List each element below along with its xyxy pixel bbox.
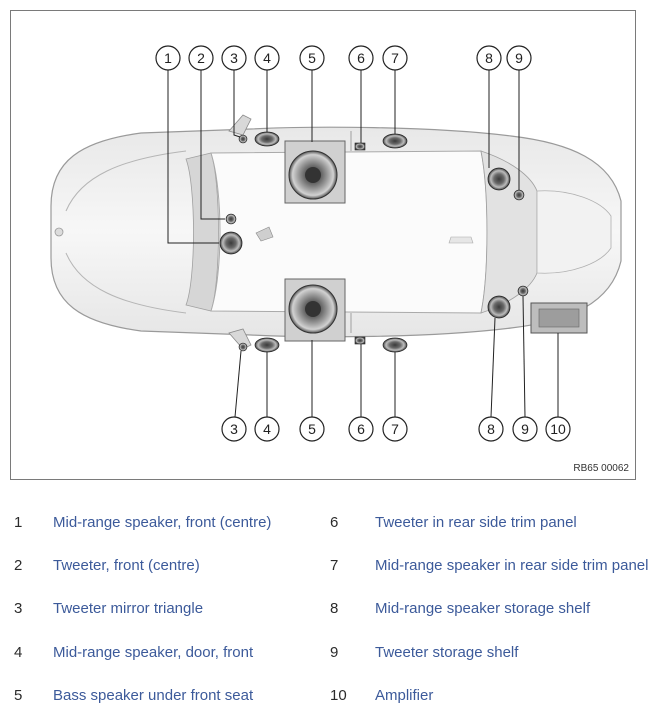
speaker-diagram-figure: 1 2 3 4 5 6 7 [10, 10, 636, 480]
legend-label: Tweeter in rear side trim panel [375, 514, 577, 531]
legend-number: 6 [330, 514, 339, 531]
svg-text:6: 6 [357, 421, 365, 437]
callout-1-top: 1 [155, 45, 181, 71]
svg-text:7: 7 [391, 50, 399, 66]
svg-text:6: 6 [357, 50, 365, 66]
speaker-4-door-midrange-bottom [254, 337, 280, 353]
svg-text:5: 5 [308, 50, 316, 66]
callout-9-top: 9 [506, 45, 532, 71]
speaker-7-rear-trim-midrange-top [382, 133, 408, 149]
svg-text:3: 3 [230, 50, 238, 66]
callout-9-bottom: 9 [512, 416, 538, 442]
callout-3-top: 3 [221, 45, 247, 71]
car-body [50, 114, 622, 350]
speaker-3-tweeter-mirror-bottom [238, 342, 248, 352]
callout-10-bottom: 10 [545, 416, 571, 442]
svg-text:5: 5 [308, 421, 316, 437]
car-speaker-illustration: 1 2 3 4 5 6 7 [50, 45, 622, 442]
speaker-6-rear-tweeter-top [354, 142, 366, 151]
svg-text:10: 10 [550, 421, 566, 437]
svg-text:9: 9 [521, 421, 529, 437]
speaker-6-rear-tweeter-bottom [354, 336, 366, 345]
callout-6-bottom: 6 [348, 416, 374, 442]
speaker-9-shelf-tweeter-bottom [517, 285, 529, 297]
legend-label: Mid-range speaker storage shelf [375, 600, 591, 617]
callout-5-bottom: 5 [299, 416, 325, 442]
legend-number: 4 [14, 644, 23, 661]
svg-text:9: 9 [515, 50, 523, 66]
speaker-3-tweeter-mirror-top [238, 134, 248, 144]
svg-text:4: 4 [263, 421, 271, 437]
speaker-8-shelf-midrange-bottom [487, 295, 511, 319]
speaker-9-shelf-tweeter-top [513, 189, 525, 201]
legend-label: Tweeter, front (centre) [53, 557, 200, 574]
callout-8-bottom: 8 [478, 416, 504, 442]
speaker-5-bass-bottom [284, 278, 346, 342]
callout-4-bottom: 4 [254, 416, 280, 442]
legend-label: Bass speaker under front seat [53, 687, 254, 704]
speaker-legend: 1 Mid-range speaker, front (centre) 2 Tw… [0, 500, 665, 714]
legend-label: Tweeter storage shelf [375, 644, 519, 661]
speaker-2-front-centre-tweeter [225, 213, 237, 225]
svg-text:7: 7 [391, 421, 399, 437]
callout-2-top: 2 [188, 45, 214, 71]
svg-text:8: 8 [487, 421, 495, 437]
callout-5-top: 5 [299, 45, 325, 71]
svg-text:3: 3 [230, 421, 238, 437]
svg-text:1: 1 [164, 50, 172, 66]
callout-7-top: 7 [382, 45, 408, 71]
legend-number: 8 [330, 600, 339, 617]
legend-number: 9 [330, 644, 339, 661]
legend-number: 2 [14, 557, 23, 574]
legend-label: Tweeter mirror triangle [53, 600, 204, 617]
amplifier-10 [530, 302, 588, 334]
callout-7-bottom: 7 [382, 416, 408, 442]
callouts-bottom: 3 4 5 6 7 8 9 [221, 416, 571, 442]
legend-number: 7 [330, 557, 339, 574]
svg-text:8: 8 [485, 50, 493, 66]
speaker-8-shelf-midrange-top [487, 167, 511, 191]
speaker-4-door-midrange-top [254, 131, 280, 147]
callout-6-top: 6 [348, 45, 374, 71]
callouts-top: 1 2 3 4 5 6 7 [155, 45, 532, 71]
speaker-7-rear-trim-midrange-bottom [382, 337, 408, 353]
svg-text:4: 4 [263, 50, 271, 66]
callout-8-top: 8 [476, 45, 502, 71]
legend-number: 1 [14, 514, 23, 531]
callout-3-bottom: 3 [221, 416, 247, 442]
callout-4-top: 4 [254, 45, 280, 71]
legend-number: 3 [14, 600, 23, 617]
legend-number: 5 [14, 687, 23, 704]
speaker-1-front-centre-midrange [219, 231, 243, 255]
figure-code: RB65 00062 [573, 463, 629, 474]
svg-text:2: 2 [197, 50, 205, 66]
callout-leader-lines [167, 70, 559, 418]
legend-label: Mid-range speaker, front (centre) [53, 514, 272, 531]
legend-label: Mid-range speaker, door, front [53, 644, 254, 661]
legend-number: 10 [330, 687, 347, 704]
legend-label: Amplifier [375, 687, 434, 704]
legend-label: Mid-range speaker in rear side trim pane… [375, 557, 649, 574]
speaker-5-bass-top [284, 140, 346, 204]
